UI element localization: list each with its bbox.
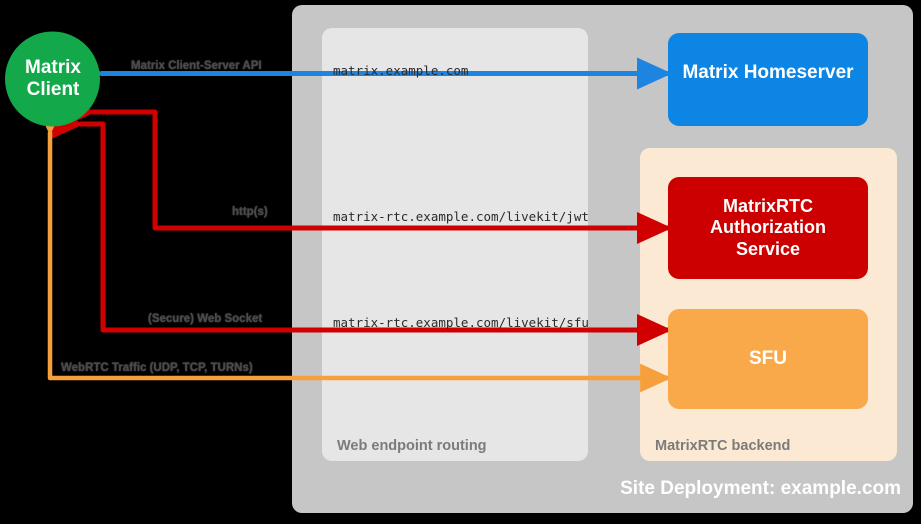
node-matrixrtc-authorization-service[interactable] — [668, 177, 868, 279]
node-sfu[interactable] — [668, 309, 868, 409]
web-endpoint-routing-panel — [322, 28, 588, 461]
node-matrix-homeserver[interactable] — [668, 33, 868, 126]
node-matrix-client[interactable] — [5, 31, 100, 127]
edge-webrtc-traffic — [35, 104, 672, 393]
